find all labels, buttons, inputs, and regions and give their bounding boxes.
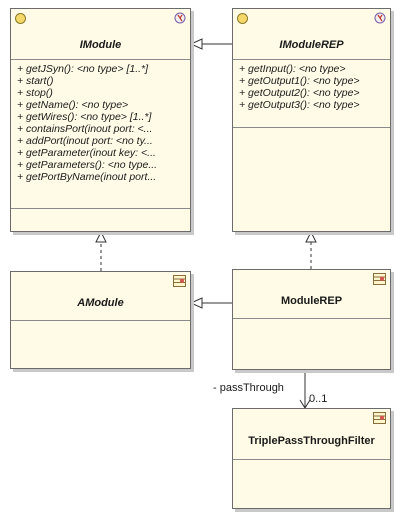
operation: + getOutput3(): <no type> [239,99,360,111]
operations-list: + getJSyn(): <no type> [1..*] + start() … [11,60,190,209]
class-icon [373,273,386,285]
operation: + start() [17,75,54,87]
class-icon [373,412,386,424]
association-role-label: - passThrough [213,382,284,394]
class-name: IModule [79,39,122,51]
realization-arrowhead [305,230,317,243]
operation: + getOutput1(): <no type> [239,75,360,87]
class-name: TriplePassThroughFilter [248,435,375,447]
class-icon [173,275,186,287]
interface-icon [174,12,186,24]
generalization-arrowhead [189,38,203,50]
operation: + getPortByName(inout port... [17,171,157,183]
class-amodule[interactable]: AModule [10,271,191,369]
operation: + getOutput2(): <no type> [239,87,360,99]
operation: + getWires(): <no type> [1..*] [17,111,152,123]
operation: + getName(): <no type> [17,99,129,111]
operation: + getJSyn(): <no type> [1..*] [17,63,149,75]
class-name: AModule [77,297,124,309]
class-imodulerep[interactable]: IModuleREP + getInput(): <no type> + get… [232,8,391,232]
association-multiplicity-label: 0..1 [309,393,328,405]
class-name: IModuleREP [279,39,344,51]
operation: + stop() [17,87,53,99]
operations-list: + getInput(): <no type> + getOutput1(): … [233,60,390,128]
class-triplepassthroughfilter[interactable]: TriplePassThroughFilter [232,408,391,509]
operation: + getInput(): <no type> [239,63,346,75]
class-imodule[interactable]: IModule + getJSyn(): <no type> [1..*] + … [10,8,191,232]
operation: + containsPort(inout port: <... [17,123,153,135]
class-name: ModuleREP [280,295,343,307]
class-modulerep[interactable]: ModuleREP [232,269,391,370]
interface-icon [15,13,26,24]
generalization-arrowhead [189,297,203,309]
operation: + addPort(inout port: <no ty... [17,135,153,147]
operation: + getParameters(): <no type... [17,159,158,171]
realization-arrowhead [95,230,107,243]
operation: + getParameter(inout key: <... [17,147,156,159]
interface-icon [374,12,386,24]
interface-icon [237,13,248,24]
